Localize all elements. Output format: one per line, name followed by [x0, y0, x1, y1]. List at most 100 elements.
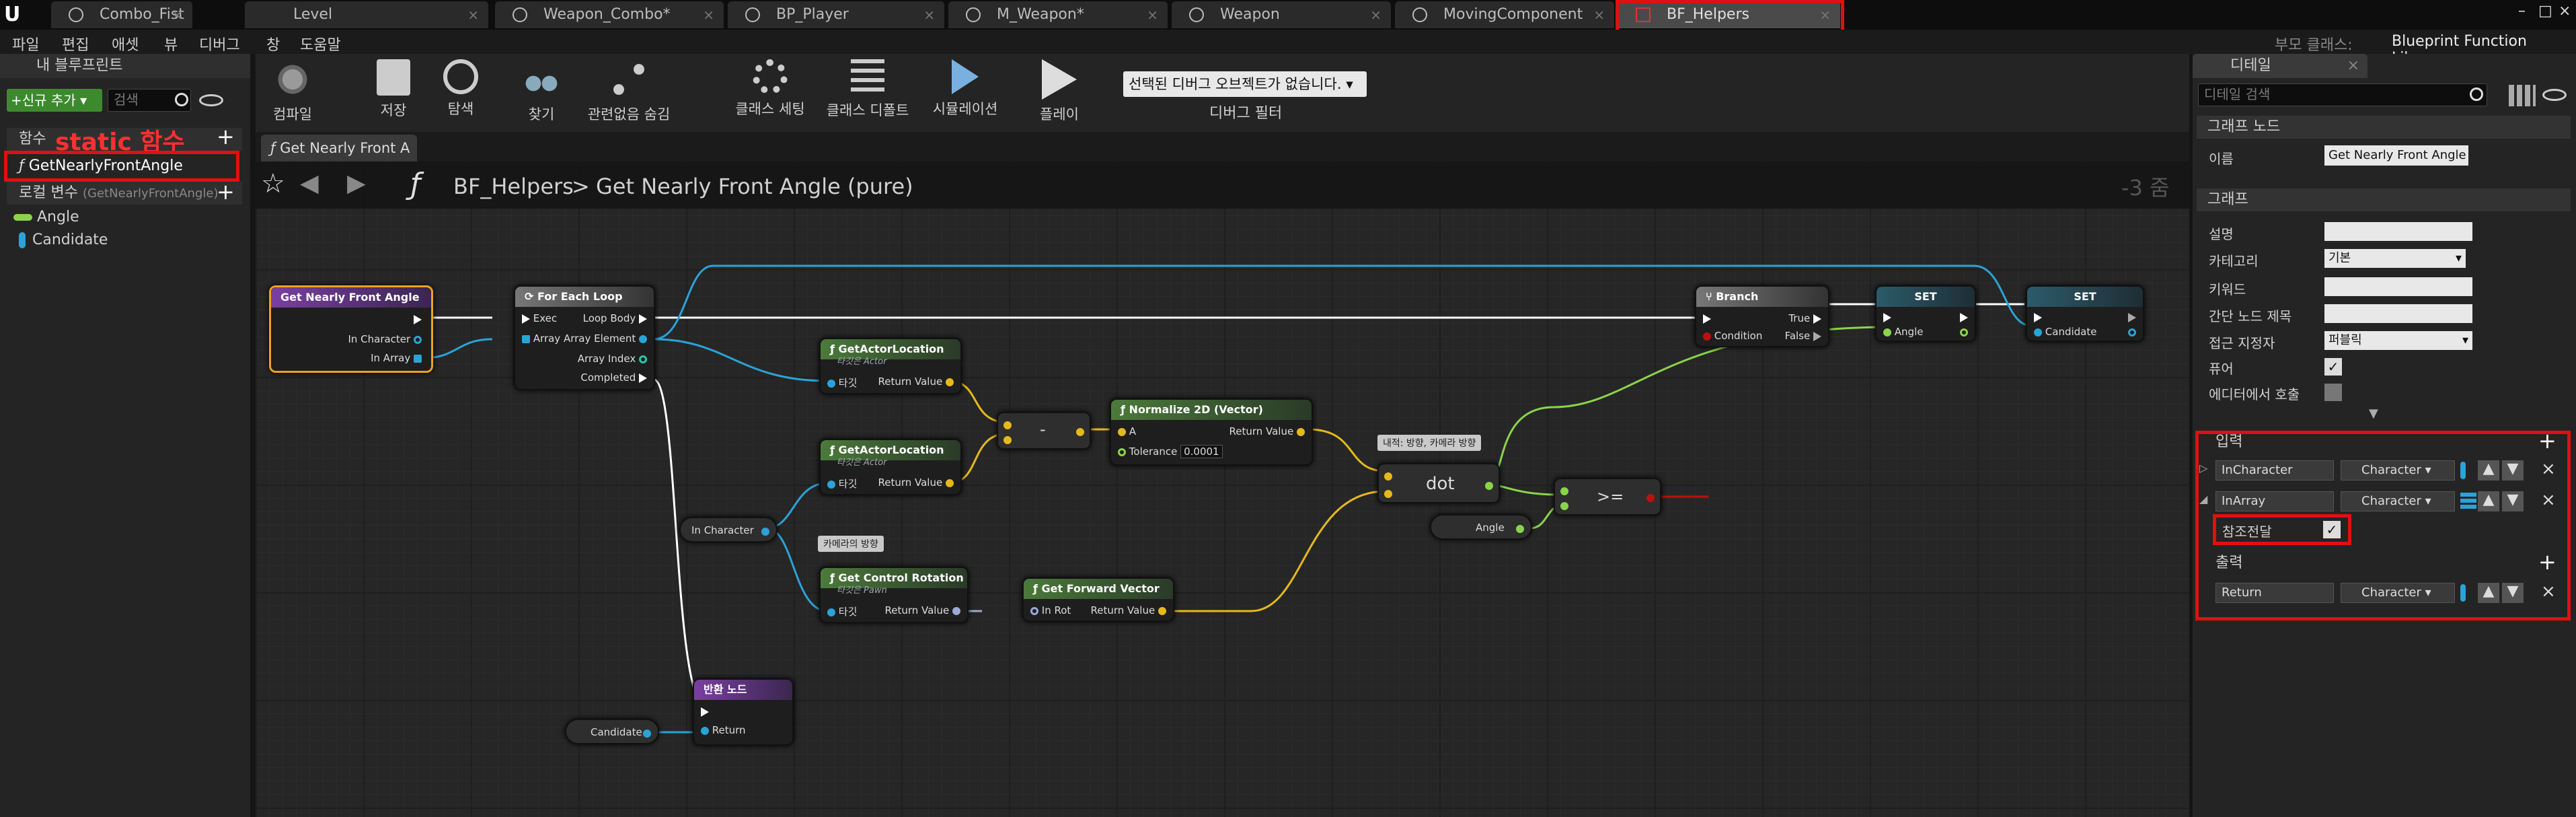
set-candidate-node[interactable]: SET Candidate — [2026, 285, 2144, 342]
compile-button[interactable]: 컴파일 — [256, 59, 330, 127]
var-item-angle[interactable]: Angle — [13, 209, 79, 225]
debug-object-select[interactable]: 선택된 디버그 오브젝트가 없습니다. ▾ — [1123, 71, 1367, 97]
param-name-field[interactable]: Return — [2215, 583, 2334, 603]
value-pin[interactable] — [643, 727, 651, 739]
greater-equal-node[interactable]: >= — [1554, 478, 1661, 516]
class-settings-button[interactable]: 클래스 세팅 — [726, 59, 814, 127]
remove-icon[interactable]: × — [2541, 490, 2556, 510]
simulation-button[interactable]: 시뮬레이션 — [921, 59, 1009, 127]
value-pin[interactable] — [761, 525, 769, 537]
false-pin[interactable]: False — [1785, 330, 1821, 342]
graph-tab[interactable]: ƒ Get Nearly Front A — [261, 135, 417, 162]
a-pin[interactable] — [1560, 485, 1568, 497]
in-array-pin[interactable]: In Array — [371, 352, 422, 364]
in-character-variable-node[interactable]: In Character — [679, 517, 778, 542]
candidate-out-pin[interactable] — [2128, 326, 2136, 338]
close-icon[interactable]: × — [1819, 7, 1831, 23]
save-button[interactable]: 저장 — [356, 59, 430, 127]
return-value-pin[interactable]: Return Value — [884, 604, 960, 616]
completed-pin[interactable]: Completed — [580, 371, 647, 384]
true-pin[interactable]: True — [1788, 312, 1821, 324]
close-icon[interactable]: × — [703, 7, 714, 23]
description-field[interactable] — [2324, 222, 2472, 241]
get-forward-vector-node[interactable]: ƒ Get Forward Vector In Rot Return Value — [1022, 577, 1174, 622]
b-pin[interactable] — [1560, 499, 1568, 511]
remove-icon[interactable]: × — [2541, 459, 2556, 479]
normalize-2d-node[interactable]: ƒ Normalize 2D (Vector) A Tolerance 0.00… — [1110, 398, 1313, 466]
forward-arrow-icon[interactable]: ▶ — [347, 170, 366, 197]
output-row-return[interactable]: Return Character ▾ ▲ ▼ × — [2199, 581, 2563, 606]
local-vars-header[interactable]: 로컬 변수 (GetNearlyFrontAngle) — [7, 182, 242, 205]
target-pin[interactable]: 타깃 — [827, 476, 857, 491]
unreal-logo-icon[interactable]: U — [4, 3, 21, 26]
breadcrumb-root[interactable]: BF_Helpers — [453, 174, 574, 199]
move-up-icon[interactable]: ▲ — [2478, 460, 2499, 481]
comment-bubble[interactable]: 내적: 방향, 카메라 방향 — [1377, 435, 1482, 451]
var-item-candidate[interactable]: Candidate — [13, 232, 108, 248]
exec-in-pin[interactable] — [2034, 311, 2042, 323]
menu-help[interactable]: 도움말 — [300, 37, 341, 54]
for-each-loop-node[interactable]: ⟳ For Each Loop Exec Array Loop Body Arr… — [514, 285, 655, 390]
compact-title-field[interactable] — [2324, 304, 2472, 323]
return-pin[interactable]: Return — [701, 724, 746, 736]
angle-pin[interactable]: Angle — [1883, 326, 1923, 338]
array-element-pin[interactable]: Array Element — [564, 332, 647, 345]
close-icon[interactable]: × — [1593, 7, 1605, 23]
dot-product-node[interactable]: dot — [1377, 463, 1500, 503]
move-up-icon[interactable]: ▲ — [2478, 583, 2499, 603]
comment-bubble[interactable]: 카메라의 방향 — [818, 536, 884, 552]
tab-bp-player[interactable]: BP_Player× — [728, 1, 944, 28]
tab-weapon-combo[interactable]: Weapon_Combo*× — [495, 1, 724, 28]
b-pin[interactable] — [1003, 433, 1012, 446]
tab-level[interactable]: Level× — [245, 1, 488, 28]
tab-weapon[interactable]: Weapon× — [1172, 1, 1391, 28]
param-type-select[interactable]: Character ▾ — [2341, 491, 2455, 511]
close-icon[interactable]: × — [2347, 57, 2359, 74]
close-icon[interactable]: × — [172, 7, 183, 23]
angle-variable-node[interactable]: Angle — [1430, 514, 1532, 540]
exec-in-pin[interactable] — [1703, 312, 1711, 324]
close-icon[interactable]: × — [2559, 3, 2571, 20]
a-pin[interactable] — [1384, 470, 1392, 482]
in-rot-pin[interactable]: In Rot — [1030, 604, 1071, 616]
param-type-select[interactable]: Character ▾ — [2341, 583, 2455, 603]
target-pin[interactable]: 타깃 — [827, 604, 857, 618]
call-in-editor-checkbox[interactable] — [2324, 384, 2342, 401]
pure-checkbox[interactable]: ✓ — [2324, 358, 2342, 376]
hide-unrelated-button[interactable]: 관련없음 숨김 — [578, 59, 679, 127]
close-icon[interactable]: × — [467, 7, 479, 23]
a-pin[interactable]: A — [1118, 425, 1136, 437]
tolerance-input[interactable]: 0.0001 — [1180, 445, 1223, 458]
value-pin[interactable] — [1516, 522, 1524, 534]
input-row-incharacter[interactable]: ▷ InCharacter Character ▾ ▲ ▼ × — [2199, 459, 2563, 483]
get-actor-location-node[interactable]: ƒ GetActorLocation 타깃은 Actor 타깃 Return V… — [819, 439, 962, 495]
find-button[interactable]: 찾기 — [504, 59, 578, 127]
move-down-icon[interactable]: ▼ — [2502, 583, 2524, 603]
return-value-pin[interactable]: Return Value — [1229, 425, 1305, 437]
menu-asset[interactable]: 애셋 — [112, 37, 139, 54]
search-icon[interactable] — [175, 93, 188, 106]
branch-node[interactable]: ⑂ Branch Condition True False — [1695, 285, 1829, 347]
tab-combo-fist[interactable]: Combo_Fist× — [51, 1, 192, 28]
param-type-select[interactable]: Character ▾ — [2341, 460, 2455, 481]
exec-in-pin[interactable] — [1883, 311, 1891, 323]
expand-arrow-icon[interactable]: ▼ — [2369, 406, 2378, 421]
input-row-inarray[interactable]: ◢ InArray Character ▾ ▲ ▼ × — [2199, 490, 2563, 514]
array-index-pin[interactable]: Array Index — [578, 353, 647, 365]
tolerance-pin[interactable]: Tolerance 0.0001 — [1118, 445, 1223, 458]
function-item-getnearlyfrontangle[interactable]: ƒ GetNearlyFrontAngle — [9, 155, 235, 178]
exec-out-pin[interactable] — [2128, 311, 2136, 323]
param-name-field[interactable]: InArray — [2215, 491, 2334, 511]
tab-m-weapon[interactable]: M_Weapon*× — [948, 1, 1168, 28]
exec-in-pin[interactable]: Exec — [522, 312, 557, 324]
angle-out-pin[interactable] — [1960, 326, 1968, 338]
get-actor-location-node[interactable]: ƒ GetActorLocation 타깃은 Actor 타깃 Return V… — [819, 338, 962, 394]
exec-out-pin[interactable] — [1960, 311, 1968, 323]
menu-view[interactable]: 뷰 — [164, 37, 178, 54]
eye-icon[interactable] — [199, 94, 223, 106]
a-pin[interactable] — [1003, 419, 1012, 431]
get-control-rotation-node[interactable]: ƒ Get Control Rotation 타깃은 Pawn 타깃 Retur… — [819, 567, 969, 623]
keywords-field[interactable] — [2324, 277, 2472, 296]
star-icon[interactable]: ☆ — [261, 168, 285, 199]
eye-icon[interactable] — [2542, 89, 2567, 101]
